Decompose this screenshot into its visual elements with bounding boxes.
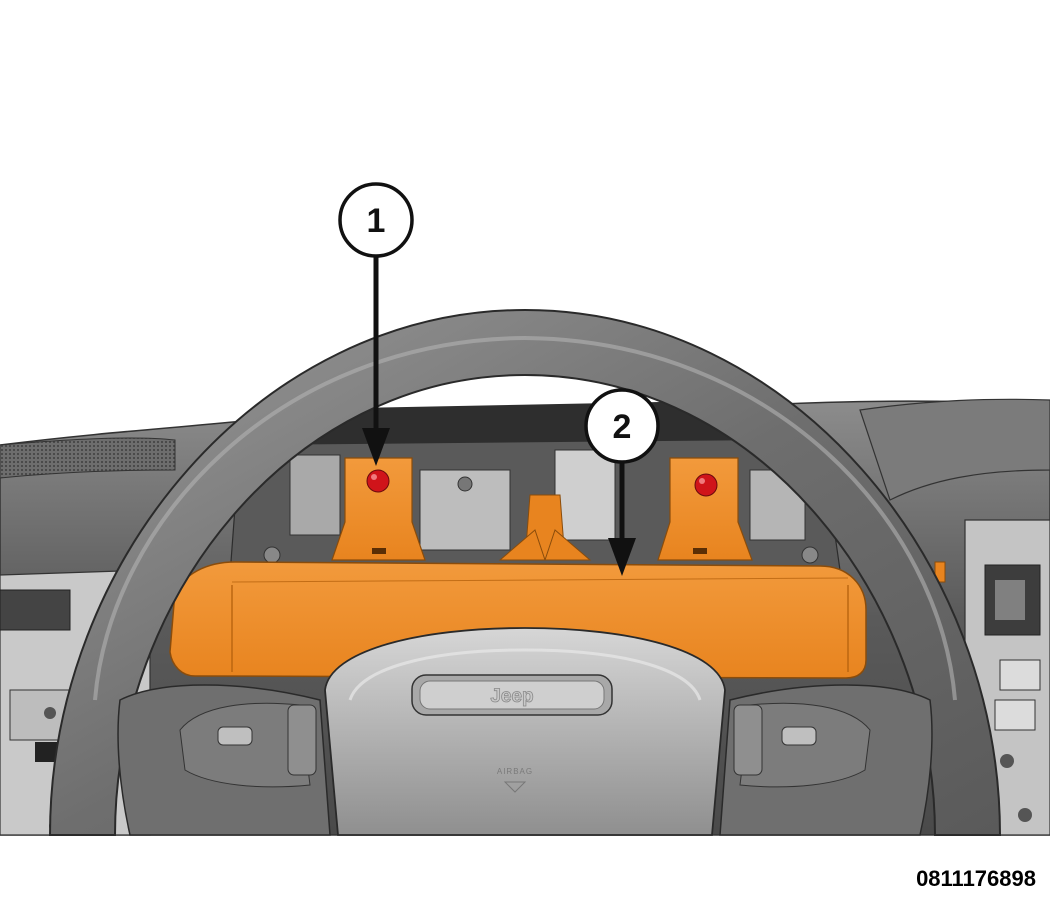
- wheel-logo: Jeep: [490, 686, 533, 707]
- instrument-cluster: [169, 457, 946, 679]
- callout-2: 2: [584, 388, 660, 576]
- callout-2-number: 2: [613, 408, 632, 446]
- airbag-label: AIRBAG: [497, 767, 533, 776]
- figure-id: 0811176898: [916, 866, 1036, 891]
- callout-1: 1: [338, 182, 414, 466]
- fastener-2: [694, 473, 718, 497]
- callout-1-number: 1: [367, 202, 386, 240]
- steering-wheel: Jeep AIRBAG: [48, 308, 1002, 836]
- fastener-1: [366, 469, 390, 493]
